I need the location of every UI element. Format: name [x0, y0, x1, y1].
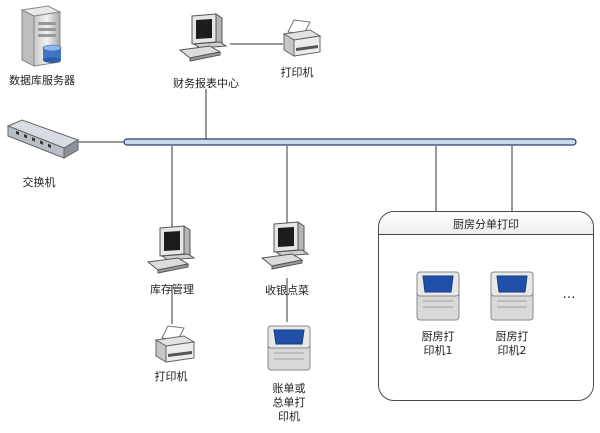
- more-printers-ellipsis: …: [562, 287, 576, 302]
- kitchen-printing-group: 厨房分单打印 厨房打 印机1 厨房打 印机2 …: [378, 211, 594, 401]
- desktop-computer-icon: [144, 224, 202, 278]
- inventory-printer-label: 打印机: [154, 370, 188, 383]
- network-switch-icon: [4, 116, 82, 164]
- inventory-label: 库存管理: [150, 283, 194, 296]
- bill-printer-label-line-3: 印机: [278, 410, 300, 423]
- desktop-computer-icon: [258, 220, 316, 274]
- cashier-label: 收银点菜: [265, 284, 309, 297]
- receipt-printer-icon: [489, 270, 535, 322]
- kitchen-group-header: 厨房分单打印: [379, 212, 593, 235]
- bill-printer-label-line-1: 账单或: [272, 382, 306, 395]
- printer-icon: [280, 18, 324, 62]
- switch-label: 交换机: [22, 176, 56, 189]
- network-bus: [123, 138, 577, 146]
- db-server-label: 数据库服务器: [9, 74, 75, 87]
- kitchen-printer-1-label-line-1: 厨房打: [421, 330, 455, 343]
- desktop-computer-icon: [176, 12, 234, 64]
- receipt-printer-icon: [415, 270, 461, 322]
- finance-printer-label: 打印机: [280, 66, 314, 79]
- printer-icon: [150, 324, 198, 368]
- kitchen-group-title: 厨房分单打印: [453, 218, 519, 231]
- receipt-printer-icon: [266, 324, 312, 372]
- finance-center-label: 财务报表中心: [173, 77, 239, 90]
- bill-printer-label-line-2: 总单打: [272, 396, 306, 409]
- kitchen-printer-2-label-line-1: 厨房打: [495, 330, 529, 343]
- kitchen-printer-2-label-line-2: 印机2: [497, 344, 527, 357]
- server-icon: [14, 4, 68, 70]
- kitchen-printer-1-label-line-2: 印机1: [423, 344, 453, 357]
